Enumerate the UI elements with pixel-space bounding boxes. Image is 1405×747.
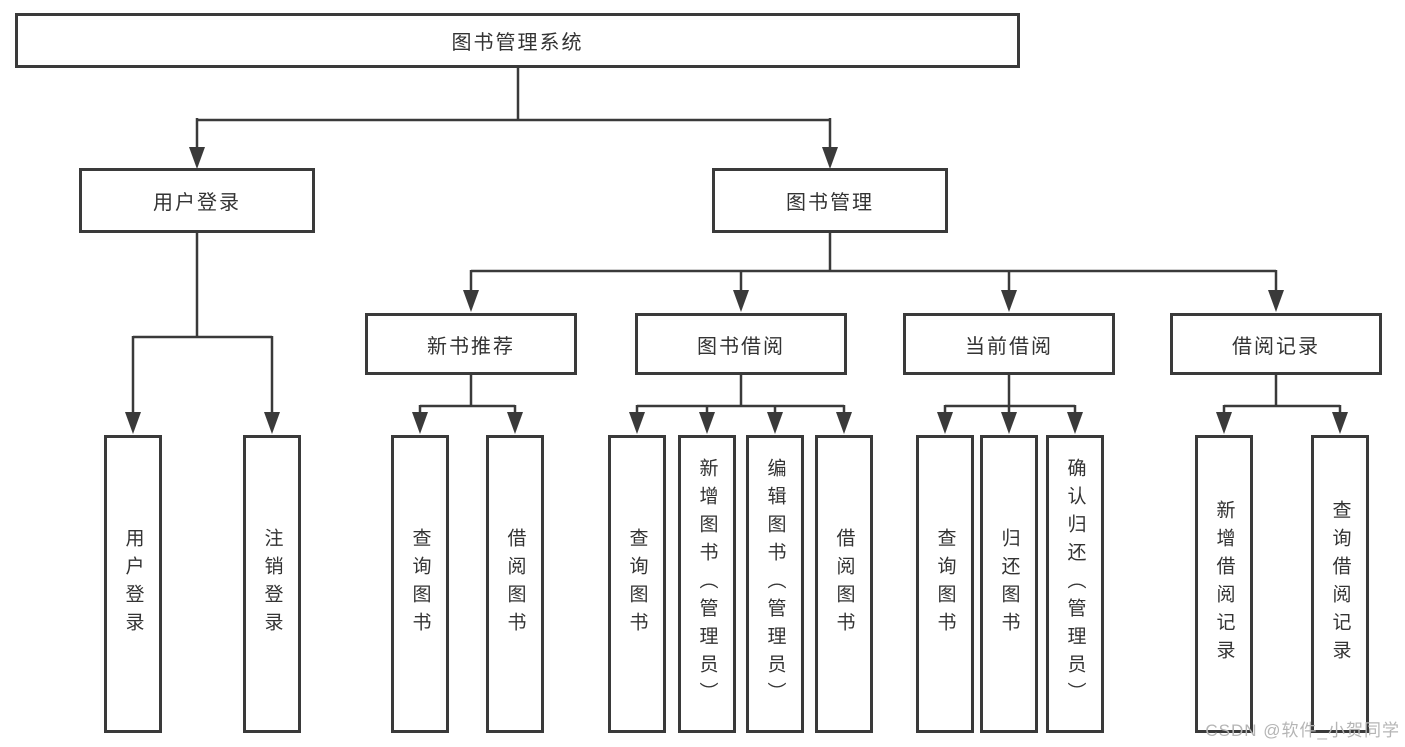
csdn-watermark: CSDN @软件_小贺同学 (1205, 721, 1400, 740)
leaf-nbr-borrow-book: 借阅图书 (486, 435, 544, 733)
connector-current-borrow-to-children (937, 373, 1083, 434)
node-user-login-branch: 用户登录 (79, 168, 315, 233)
connector-root-to-level2 (189, 66, 838, 169)
leaf-cb-return-book: 归还图书 (980, 435, 1038, 733)
leaf-logout: 注销登录 (243, 435, 301, 733)
leaf-cb-query-book: 查询图书 (916, 435, 974, 733)
node-root-system: 图书管理系统 (15, 13, 1020, 68)
leaf-nbr-query-book: 查询图书 (391, 435, 449, 733)
leaf-br-add-record: 新增借阅记录 (1195, 435, 1253, 733)
connector-user-login-to-children (125, 231, 280, 434)
connector-book-borrow-to-children (629, 373, 852, 434)
node-book-management: 图书管理 (712, 168, 948, 233)
node-borrow-record: 借阅记录 (1170, 313, 1382, 375)
leaf-bb-add-book-admin: 新增图书（管理员） (678, 435, 736, 733)
connector-borrow-record-to-children (1216, 373, 1348, 434)
leaf-bb-edit-book-admin: 编辑图书（管理员） (746, 435, 804, 733)
leaf-cb-confirm-return-admin: 确认归还（管理员） (1046, 435, 1104, 733)
connector-new-book-recommend-to-children (412, 373, 523, 434)
leaf-br-query-record: 查询借阅记录 (1311, 435, 1369, 733)
leaf-bb-borrow-book: 借阅图书 (815, 435, 873, 733)
node-new-book-recommend: 新书推荐 (365, 313, 577, 375)
node-book-borrow: 图书借阅 (635, 313, 847, 375)
connector-book-management-to-level3 (463, 231, 1284, 312)
node-current-borrow: 当前借阅 (903, 313, 1115, 375)
leaf-user-login: 用户登录 (104, 435, 162, 733)
leaf-bb-query-book: 查询图书 (608, 435, 666, 733)
